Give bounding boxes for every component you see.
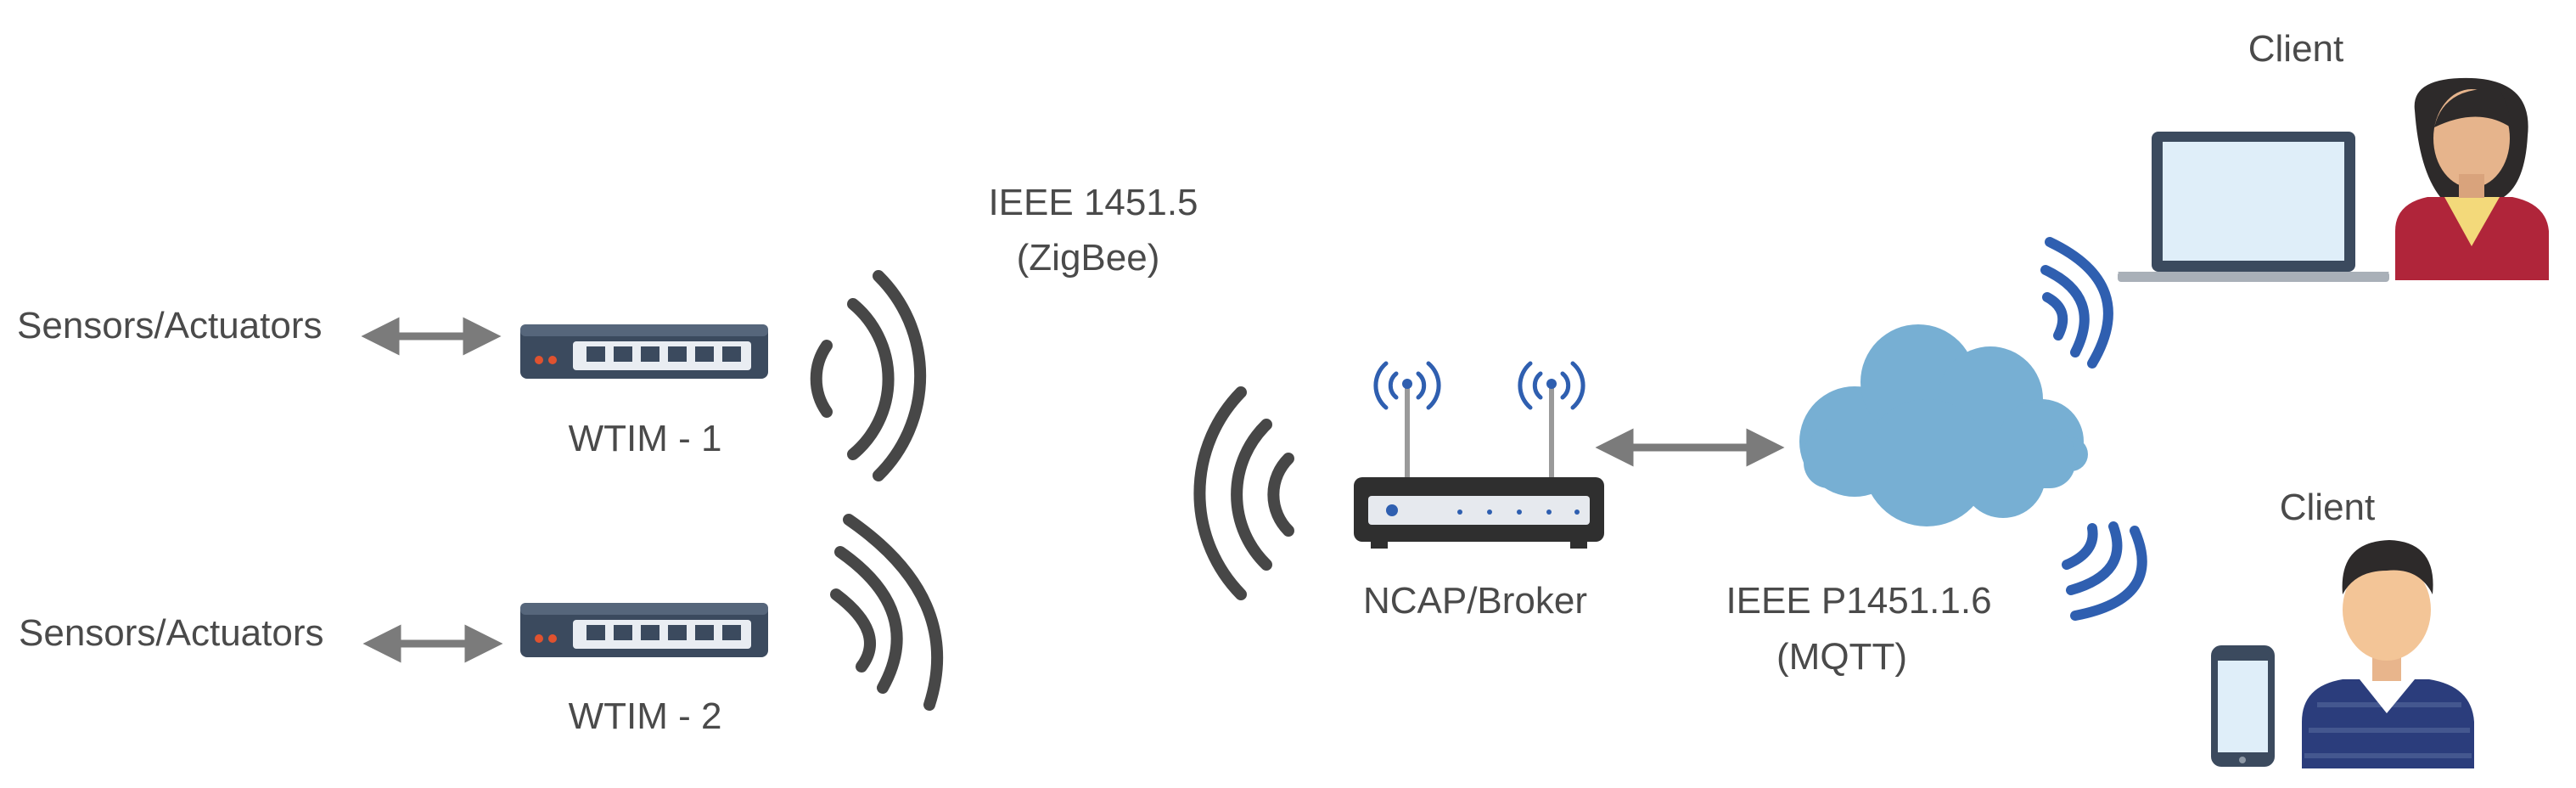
sensors-actuators-label-2: Sensors/Actuators [19,612,324,654]
zigbee-protocol-label: IEEE 1451.5 [988,182,1198,223]
mqtt-protocol-sublabel: (MQTT) [1776,636,1907,678]
wireless-signal-icon [810,270,927,481]
client-label-bottom: Client [2280,487,2376,528]
wireless-signal-icon [830,514,944,711]
laptop-icon [2118,132,2389,282]
wireless-signal-icon [2062,521,2147,621]
cloud-icon [1799,324,2088,526]
zigbee-protocol-sublabel: (ZigBee) [1017,237,1160,279]
wireless-signal-icon [1193,386,1294,600]
client-label-top: Client [2248,28,2344,70]
man-avatar-icon [2302,540,2474,768]
sensors-actuators-label-1: Sensors/Actuators [17,305,323,346]
mqtt-protocol-label: IEEE P1451.1.6 [1726,580,1991,622]
woman-avatar-icon [2395,77,2549,280]
network-switch-icon [520,324,768,379]
wireless-router-icon [1354,361,1604,549]
wtim-1-label: WTIM - 1 [569,418,722,459]
wireless-signal-icon [2040,237,2113,369]
smartphone-icon [2211,645,2275,767]
network-switch-icon [520,603,768,657]
ncap-broker-label: NCAP/Broker [1363,580,1587,622]
wtim-2-label: WTIM - 2 [569,695,722,737]
